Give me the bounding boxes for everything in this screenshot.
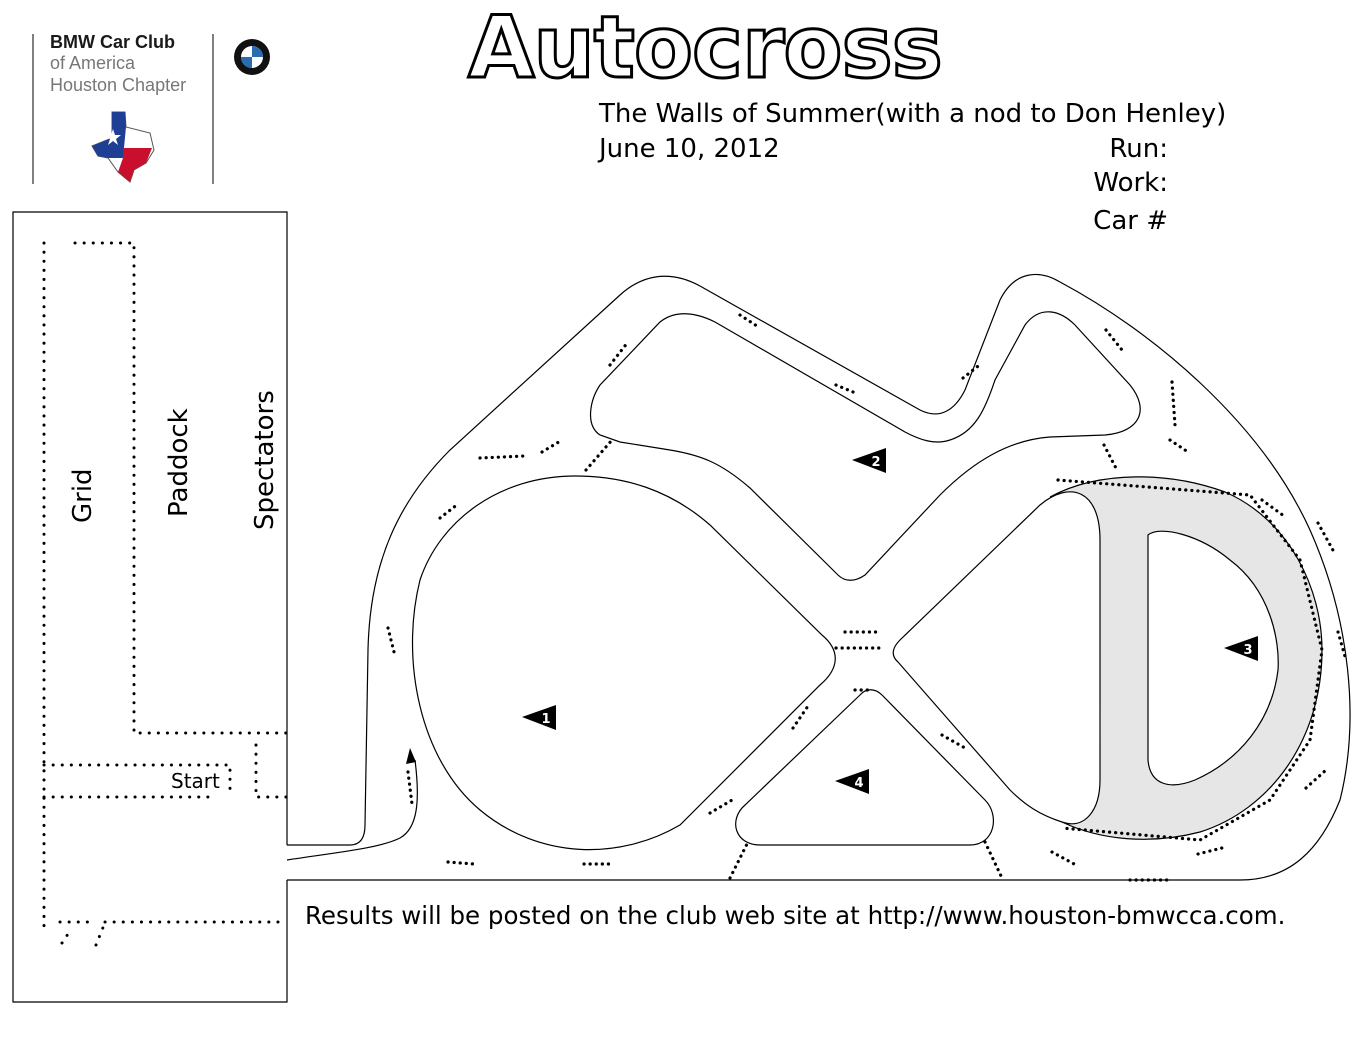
bottom-triangle-island	[735, 689, 994, 846]
start-lane	[286, 759, 418, 861]
club-name-line2: of America	[50, 53, 136, 73]
work-label: Work:	[1093, 168, 1168, 198]
club-name-line3: Houston Chapter	[50, 75, 187, 95]
car-number-label: Car #	[1093, 206, 1168, 236]
spectators-label: Spectators	[250, 390, 280, 530]
svg-text:2: 2	[871, 455, 880, 470]
paddock-label: Paddock	[164, 408, 194, 517]
left-circle-island	[411, 475, 836, 851]
course-outer-boundary	[287, 273, 1351, 881]
svg-text:1: 1	[541, 712, 550, 727]
station-3-marker: 3	[1224, 636, 1258, 661]
station-2-marker: 2	[852, 448, 886, 473]
svg-text:4: 4	[854, 776, 863, 791]
run-label: Run:	[1109, 134, 1168, 164]
paddock-area-boundary	[12, 211, 288, 1003]
cone-markers	[386, 313, 1348, 882]
texas-flag-icon	[91, 111, 155, 183]
event-name: The Walls of Summer(with a nod to Don He…	[599, 99, 1227, 129]
start-direction-arrow-icon	[406, 748, 416, 764]
page-title: Autocross	[467, 0, 945, 100]
results-notice: Results will be posted on the club web s…	[305, 901, 1286, 930]
event-date: June 10, 2012	[599, 134, 780, 164]
svg-text:3: 3	[1243, 643, 1252, 658]
inner-d-island	[1147, 530, 1279, 786]
shaded-sweeper-zone	[1050, 476, 1322, 840]
paddock-dotted-lines	[42, 241, 289, 947]
station-4-marker: 4	[835, 769, 869, 794]
bmw-logo-icon	[234, 39, 270, 75]
station-1-marker: 1	[522, 705, 556, 730]
club-name-line1: BMW Car Club	[50, 32, 175, 52]
top-island	[590, 311, 1141, 581]
start-label: Start	[171, 769, 220, 793]
grid-label: Grid	[68, 468, 98, 523]
right-d-island	[892, 491, 1101, 825]
